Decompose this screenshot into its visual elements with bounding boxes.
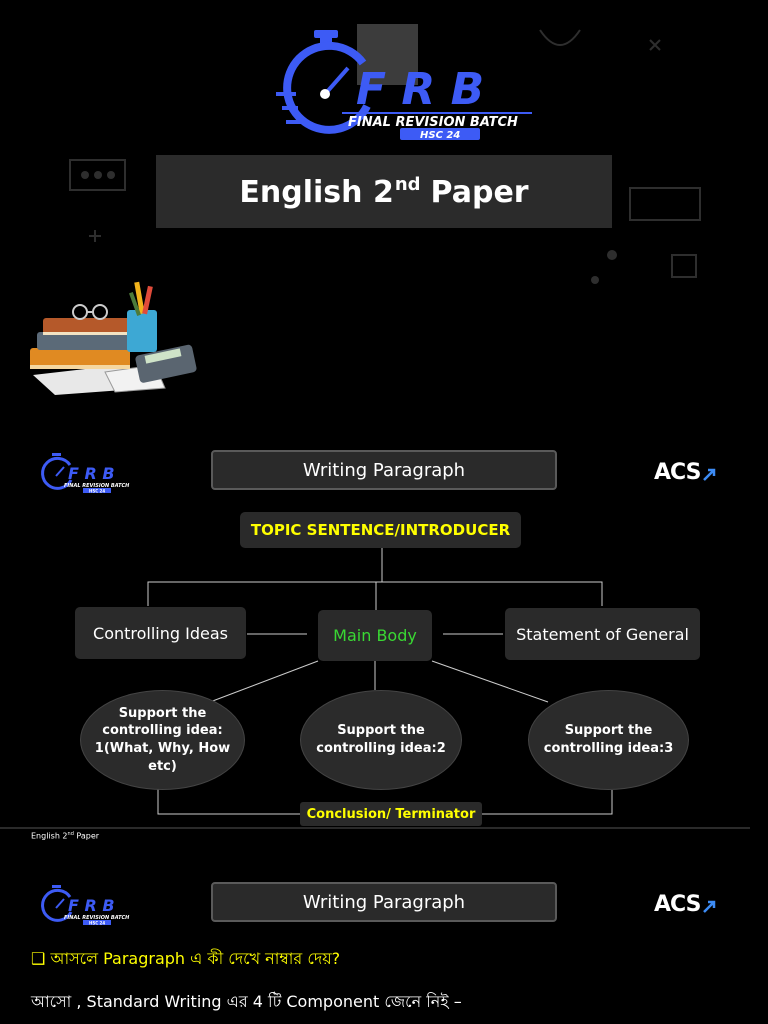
topic-sentence-box: TOPIC SENTENCE/INTRODUCER xyxy=(240,512,521,548)
slide2-title-box: Writing Paragraph xyxy=(211,882,557,922)
arrow-icon xyxy=(703,468,716,481)
svg-text:F R B: F R B xyxy=(68,896,115,915)
frb-tag: HSC 24 xyxy=(420,130,460,140)
books-illustration xyxy=(30,281,197,395)
support-idea-2: Support the controlling idea:2 xyxy=(300,690,462,790)
slide1-title-box: Writing Paragraph xyxy=(211,450,557,490)
cover-section: F R B FINAL REVISION BATCH HSC 24 Englis… xyxy=(0,0,768,420)
question-line: ❑ আসলে Paragraph এ কী দেখে নাম্বার দেয়? xyxy=(31,946,340,973)
arrow-icon xyxy=(703,900,716,913)
main-body-box: Main Body xyxy=(318,610,432,661)
svg-text:FINAL REVISION BATCH: FINAL REVISION BATCH xyxy=(64,915,130,921)
question-text: আসলে Paragraph এ কী দেখে নাম্বার দেয়? xyxy=(50,949,341,968)
frb-letters: F R B xyxy=(356,64,484,115)
svg-text:HSC 24: HSC 24 xyxy=(89,921,105,926)
frb-logo-small-2: F R B FINAL REVISION BATCH HSC 24 xyxy=(41,885,130,926)
statement-line: আসো , Standard Writing এর 4 টি Component… xyxy=(31,992,462,1011)
frb-logo-small: F R B FINAL REVISION BATCH HSC 24 xyxy=(41,453,130,494)
checkbox-bullet-icon: ❑ xyxy=(31,949,46,968)
statement-of-general-box: Statement of General xyxy=(505,608,700,660)
frb-subtitle: FINAL REVISION BATCH xyxy=(348,115,518,130)
decorative-square xyxy=(357,24,418,85)
background-decoration xyxy=(69,29,701,284)
svg-text:F R B: F R B xyxy=(68,464,115,483)
conclusion-box: Conclusion/ Terminator xyxy=(300,802,482,826)
svg-text:HSC 24: HSC 24 xyxy=(89,489,105,494)
controlling-ideas-box: Controlling Ideas xyxy=(75,607,246,659)
svg-text:FINAL REVISION BATCH: FINAL REVISION BATCH xyxy=(64,483,130,489)
slide2-title: Writing Paragraph xyxy=(302,891,466,913)
slide1-footer: English 2nd Paper xyxy=(31,831,100,841)
support-idea-3: Support the controlling idea:3 xyxy=(528,690,689,790)
slide1-title: Writing Paragraph xyxy=(302,459,466,481)
acs-logo-2: ACS xyxy=(654,892,716,917)
acs-logo: ACS xyxy=(654,460,716,485)
support-idea-1: Support the controlling idea: 1(What, Wh… xyxy=(80,690,245,790)
frb-logo: F R B FINAL REVISION BATCH HSC 24 xyxy=(276,30,532,140)
